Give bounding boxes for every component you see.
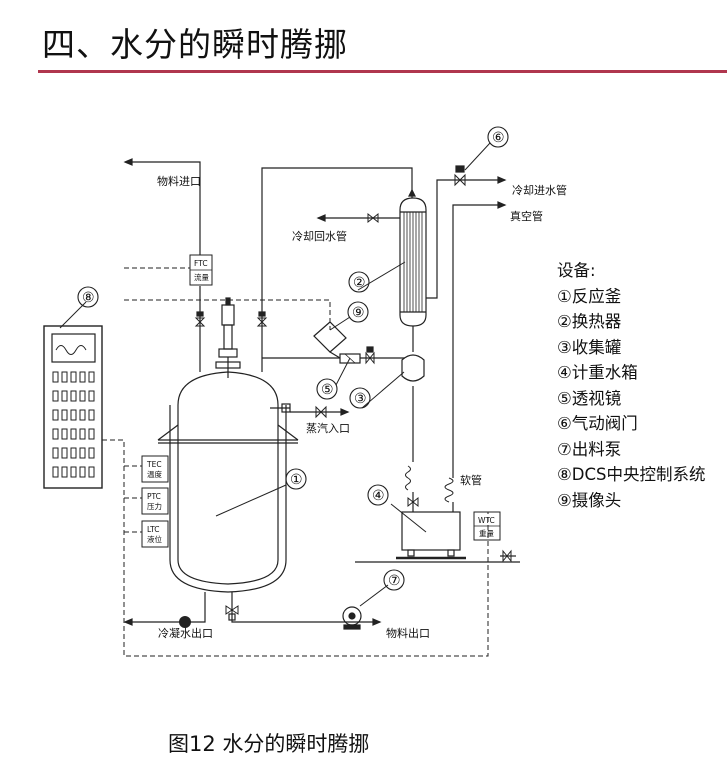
callout-8: ⑧ xyxy=(82,290,95,306)
wtc-sub: 重量 xyxy=(479,529,494,538)
agitator-motor xyxy=(215,297,241,378)
legend-item-dcs: ⑧DCS中央控制系统 xyxy=(557,465,706,484)
label-hose: 软管 xyxy=(460,473,482,487)
label-condensate-outlet: 冷凝水出口 xyxy=(158,626,213,640)
page-title: 四、水分的瞬时腾挪 xyxy=(42,25,348,64)
weigh-tank xyxy=(355,511,520,563)
callout-5: ⑤ xyxy=(321,382,334,398)
camera xyxy=(313,321,347,359)
callout-circles xyxy=(77,126,509,591)
callout-4: ④ xyxy=(372,488,385,504)
cooling-return-line xyxy=(316,212,400,224)
legend-item-collection-tank: ③收集罐 xyxy=(557,337,622,357)
legend-item-sight-glass: ⑤透视镜 xyxy=(557,388,622,408)
wtc-tag: WTC xyxy=(478,516,495,525)
ftc-instrument xyxy=(189,254,213,286)
ltc-tag: LTC xyxy=(147,525,160,534)
label-cooling-return: 冷却回水管 xyxy=(292,229,347,243)
label-steam-inlet: 蒸汽入口 xyxy=(306,421,350,435)
label-material-outlet: 物料出口 xyxy=(386,626,430,640)
tec-tag: TEC xyxy=(146,460,162,469)
callout-7: ⑦ xyxy=(388,573,401,589)
figure-caption: 图12 水分的瞬时腾挪 xyxy=(168,732,370,756)
hose-line xyxy=(444,477,454,512)
legend-item-pneumatic-valve: ⑥气动阀门 xyxy=(557,414,638,433)
vapor-pipe xyxy=(256,167,416,372)
legend-item-camera: ⑨摄像头 xyxy=(557,490,622,510)
label-feed-inlet: 物料进口 xyxy=(157,174,201,188)
legend-item-reactor: ①反应釜 xyxy=(557,286,622,306)
legend-item-heat-exchanger: ②换热器 xyxy=(557,312,622,331)
tec-sub: 温度 xyxy=(147,469,162,479)
equipment-legend: 设备: ①反应釜 ②换热器 ③收集罐 ④计重水箱 ⑤透视镜 ⑥气动阀门 ⑦出料泵… xyxy=(557,258,722,513)
reactor-instruments xyxy=(141,455,169,548)
callout-leaders xyxy=(59,142,491,607)
ftc-tag: FTC xyxy=(194,259,208,268)
discharge-pump xyxy=(342,606,382,630)
vacuum-line xyxy=(452,201,507,478)
title-rule xyxy=(38,70,727,73)
callout-6: ⑥ xyxy=(492,130,505,146)
cooling-inlet-line xyxy=(426,165,507,299)
callout-2: ② xyxy=(353,275,366,291)
legend-item-discharge-pump: ⑦出料泵 xyxy=(557,439,622,459)
dcs-panel xyxy=(43,325,103,489)
ltc-sub: 液位 xyxy=(147,534,162,544)
signal-lines xyxy=(102,267,489,657)
heat-exchanger xyxy=(399,197,427,352)
callout-1: ① xyxy=(290,472,303,488)
ptc-tag: PTC xyxy=(147,492,161,501)
ptc-sub: 压力 xyxy=(147,501,162,511)
label-vacuum-pipe: 真空管 xyxy=(510,209,543,223)
bottom-outlet-lines xyxy=(123,592,380,628)
callout-9: ⑨ xyxy=(352,305,365,321)
ftc-sub: 流量 xyxy=(194,272,209,282)
legend-heading: 设备: xyxy=(557,261,596,280)
steam-inlet-line xyxy=(290,405,350,419)
reactor xyxy=(157,371,299,593)
feed-pipe xyxy=(123,158,206,372)
legend-item-weigh-tank: ④计重水箱 xyxy=(557,363,638,382)
collection-tank xyxy=(401,354,425,512)
label-cooling-inlet: 冷却进水管 xyxy=(512,183,567,197)
callout-3: ③ xyxy=(354,391,367,407)
